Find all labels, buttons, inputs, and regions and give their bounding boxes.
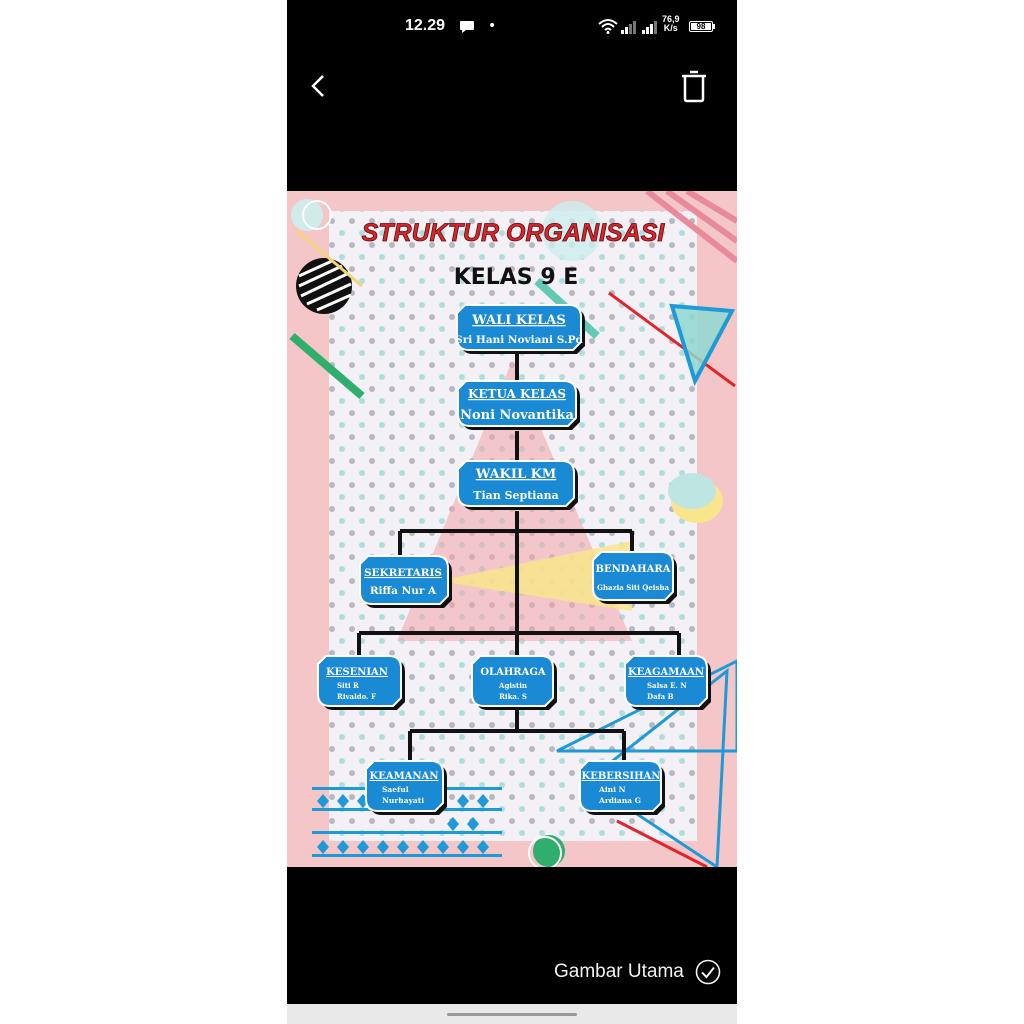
box-kebersihan: KEBERSIHAN Aini N Ardiana G — [579, 760, 665, 815]
olahraga-line1: Agistin — [498, 681, 527, 690]
keamanan-line1: Saeful — [382, 785, 409, 794]
box-wakil-km: WAKIL KM Tian Septiana — [457, 460, 578, 510]
keagamaan-title: KEAGAMAAN — [628, 667, 704, 678]
kesenian-title: KESENIAN — [326, 667, 388, 678]
battery-icon: 98 — [689, 21, 713, 32]
navigation-strip — [287, 1004, 737, 1024]
wakil-km-name: Tian Septiana — [473, 489, 558, 502]
notification-dot-icon: • — [488, 18, 497, 34]
bendahara-title: BENDAHARA — [596, 564, 671, 575]
main-image-toggle[interactable] — [695, 959, 721, 985]
decorative-shapes — [289, 191, 737, 867]
ketua-kelas-name: Noni Novantika — [460, 408, 574, 423]
olahraga-line2: Rika. S — [499, 692, 527, 701]
kesenian-line2: Rivaldo. F — [337, 692, 376, 701]
chevron-left-icon — [311, 75, 324, 97]
sekretaris-title: SEKRETARIS — [364, 567, 442, 579]
kesenian-line1: Siti R — [337, 681, 359, 690]
box-kesenian: KESENIAN Siti R Rivaldo. F — [317, 655, 405, 710]
wali-kelas-title: WALI KELAS — [471, 313, 565, 328]
sekretaris-name: Riffa Nur A — [370, 585, 437, 597]
box-olahraga: OLAHRAGA Agistin Rika. S — [471, 655, 557, 710]
box-wali-kelas: WALI KELAS Sri Hani Noviani S.Pd — [455, 304, 585, 354]
delete-button[interactable] — [677, 70, 711, 104]
keagamaan-line1: Salsa E. N — [647, 681, 687, 690]
poster-title: STRUKTUR ORGANISASI — [362, 219, 666, 247]
signal-icon — [621, 21, 636, 34]
kebersihan-line2: Ardiana G — [598, 796, 641, 805]
trash-icon — [682, 70, 706, 103]
bendahara-name: Ghazia Siti Qeisha — [597, 583, 669, 592]
keagamaan-line2: Dafa B — [647, 692, 674, 701]
olahraga-title: OLAHRAGA — [480, 667, 546, 678]
network-speed: 76,9 K/s — [662, 15, 680, 33]
org-chart-poster: STRUKTUR ORGANISASI KELAS 9 E WALI KELAS… — [287, 191, 737, 867]
box-ketua-kelas: KETUA KELAS Noni Novantika — [457, 380, 580, 430]
battery-level: 98 — [691, 23, 711, 31]
keamanan-title: KEAMANAN — [370, 771, 439, 782]
network-speed-unit: K/s — [663, 23, 678, 33]
kebersihan-title: KEBERSIHAN — [582, 771, 661, 782]
bottom-bar: Gambar Utama — [287, 867, 737, 1004]
status-bar: 12.29 • 76,9 K/s 98 — [287, 0, 737, 56]
home-indicator[interactable] — [447, 1013, 577, 1016]
poster-class-name: KELAS 9 E — [454, 265, 579, 290]
phone-screen: 12.29 • 76,9 K/s 98 — [287, 0, 737, 1024]
signal-icon-2 — [642, 21, 657, 34]
wakil-km-title: WAKIL KM — [475, 467, 557, 482]
check-circle-icon — [695, 959, 721, 985]
box-keagamaan: KEAGAMAAN Salsa E. N Dafa B — [624, 655, 711, 710]
network-speed-value: 76,9 — [662, 14, 680, 24]
chat-bubble-icon — [460, 21, 474, 33]
box-bendahara: BENDAHARA Ghazia Siti Qeisha — [592, 551, 677, 604]
back-button[interactable] — [303, 70, 333, 102]
kebersihan-line1: Aini N — [598, 785, 626, 794]
main-image-caption: Gambar Utama — [554, 961, 684, 982]
ketua-kelas-title: KETUA KELAS — [468, 387, 566, 401]
box-sekretaris: SEKRETARIS Riffa Nur A — [359, 555, 452, 608]
status-time: 12.29 — [405, 17, 446, 34]
battery-nub — [713, 24, 715, 29]
keamanan-line2: Nurhayati — [382, 796, 424, 805]
wifi-icon — [598, 19, 618, 34]
wali-kelas-name: Sri Hani Noviani S.Pd — [455, 334, 583, 346]
top-bar — [287, 56, 737, 116]
box-keamanan: KEAMANAN Saeful Nurhayati — [365, 760, 447, 815]
